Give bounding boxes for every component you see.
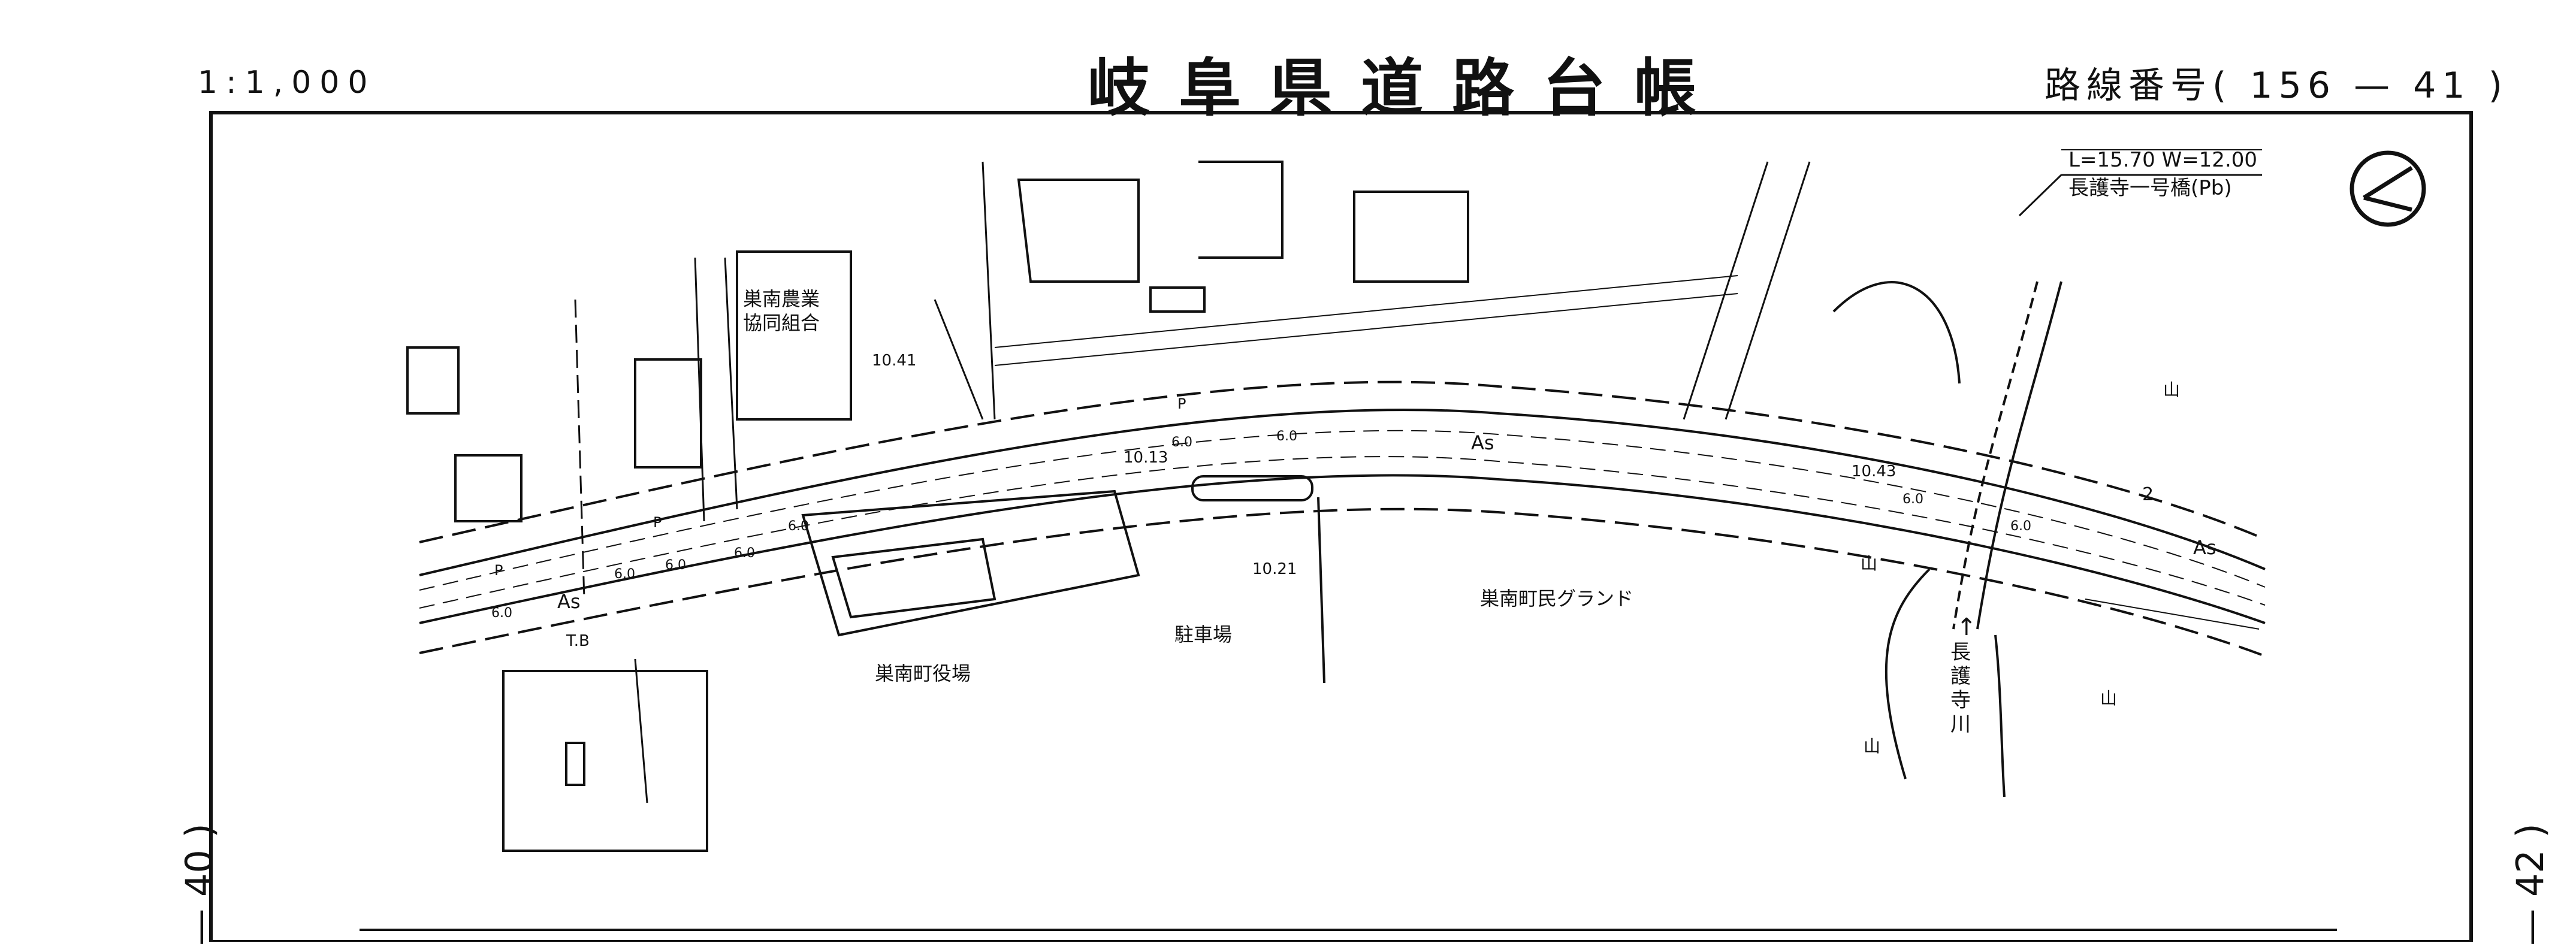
bridge-callout: L=15.70 W=12.00 長護寺一号橋(Pb) bbox=[2018, 148, 2262, 217]
terrain-label: 山 bbox=[1861, 554, 1877, 573]
width-label: 6.0 bbox=[491, 606, 512, 621]
north-arrow-icon bbox=[2349, 150, 2426, 227]
buildings bbox=[406, 161, 1469, 852]
bridge-dimensions: L=15.70 W=12.00 bbox=[2068, 148, 2257, 172]
agri-coop-building bbox=[736, 250, 852, 421]
surface-label: As bbox=[2193, 536, 2216, 559]
agri-coop-label-2: 協同組合 bbox=[743, 312, 820, 334]
elevation-label: 10.21 bbox=[1252, 560, 1297, 578]
agri-coop-label-1: 巣南農業 bbox=[743, 288, 820, 310]
elevation-label: 10.43 bbox=[1852, 463, 1896, 480]
svg-text:川: 川 bbox=[1950, 712, 1971, 736]
elevation-label: 10.41 bbox=[872, 352, 916, 370]
river-flow-arrow: ↑ bbox=[1956, 613, 1977, 641]
elevation-label: 10.13 bbox=[1124, 449, 1168, 467]
width-label: 6.0 bbox=[1171, 435, 1192, 450]
bridge-name: 長護寺一号橋(Pb) bbox=[2068, 176, 2232, 200]
width-label: 6.0 bbox=[2010, 519, 2031, 534]
road bbox=[419, 380, 2266, 657]
width-label: 6.0 bbox=[614, 567, 635, 582]
route-number: 路線番号( 156 — 41 ) bbox=[2045, 65, 2508, 107]
town-office-lot bbox=[801, 489, 1140, 637]
terrain-label: 山 bbox=[1864, 736, 1880, 756]
width-label: 6.0 bbox=[734, 546, 755, 561]
surface-label: As bbox=[557, 590, 581, 613]
ground-fence bbox=[1317, 497, 1325, 684]
width-label: 6.0 bbox=[1902, 492, 1923, 507]
parking-label: 駐車場 bbox=[1174, 623, 1232, 646]
town-office-label: 巣南町役場 bbox=[875, 662, 971, 685]
surface-label: As bbox=[1471, 431, 1494, 454]
scale-label: 1:1,000 bbox=[198, 65, 376, 101]
ground-label: 巣南町民グランド bbox=[1480, 587, 1633, 610]
svg-text:長: 長 bbox=[1950, 640, 1971, 664]
pavement-label: P bbox=[1177, 395, 1186, 412]
river-label: 長 護 寺 川 bbox=[1950, 640, 1971, 736]
width-label: 6.0 bbox=[788, 519, 809, 534]
route-marker: 2 bbox=[2142, 484, 2154, 505]
width-label: 6.0 bbox=[665, 558, 686, 573]
pavement-label: P bbox=[653, 514, 662, 531]
width-label: 6.0 bbox=[1276, 429, 1297, 444]
terrain-label: 山 bbox=[2100, 688, 2117, 708]
side-streets bbox=[574, 161, 1811, 803]
svg-text:護: 護 bbox=[1950, 664, 1971, 688]
svg-text:寺: 寺 bbox=[1950, 688, 1971, 712]
tb-marker: T.B bbox=[566, 632, 590, 650]
map-frame bbox=[209, 111, 2473, 942]
terrain-label: 山 bbox=[2163, 380, 2180, 400]
river bbox=[1832, 281, 2062, 797]
pavement-label: P bbox=[494, 562, 503, 579]
bank-hatching bbox=[994, 275, 2260, 630]
